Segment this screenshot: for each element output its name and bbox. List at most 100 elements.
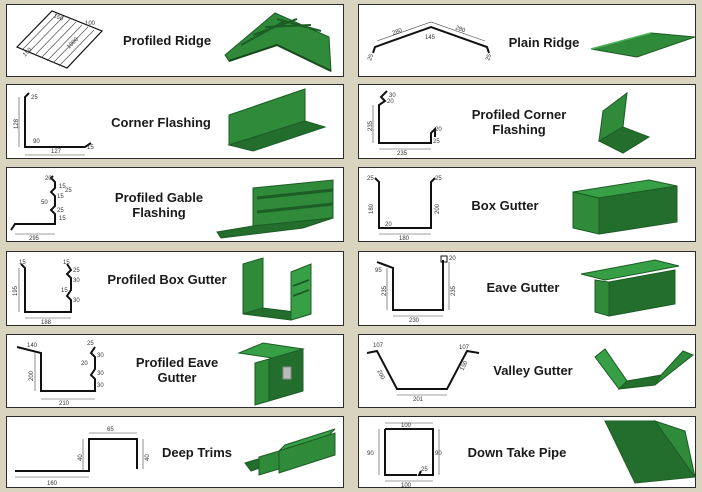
plain-ridge-render (590, 32, 695, 58)
dim-label: 25 (57, 208, 64, 214)
dim-label: 25 (73, 268, 80, 274)
dim-label: 15 (59, 184, 66, 190)
dim-label: 180 (369, 203, 375, 214)
dim-label: 235 (382, 285, 388, 296)
dim-label: 90 (367, 451, 374, 457)
dim-label: 235 (368, 120, 374, 131)
product-card-box-gutter: 25 180 20 25 200 180 Box Gutter (358, 167, 696, 242)
dim-label: 90 (33, 139, 40, 145)
box-gutter-diagram: 25 180 20 25 200 180 (367, 176, 678, 242)
dim-label: 201 (413, 397, 424, 403)
dim-label: 25 (367, 176, 374, 182)
dim-label: 1000 (66, 36, 80, 50)
dim-label: 20 (45, 176, 52, 182)
dim-label: 128 (14, 118, 20, 129)
dim-label: 20 (81, 361, 88, 367)
product-card-profiled-box-gutter: 15 195 15 25 30 15 30 188 Profiled Box G… (6, 251, 344, 326)
dim-label: 145 (425, 35, 436, 41)
product-title: Corner Flashing (111, 115, 211, 130)
dim-label: 25 (485, 53, 493, 62)
profiled-corner-flashing-render (597, 91, 651, 154)
dim-label: 15 (87, 145, 94, 151)
dim-label: 20 (435, 127, 442, 133)
dim-label: 150 (22, 47, 34, 59)
product-title: Profiled Corner Flashing (471, 107, 567, 137)
product-card-deep-trims: 65 40 40 160 Deep Trims (6, 416, 344, 488)
dim-label: 25 (31, 95, 38, 101)
product-title: Plain Ridge (508, 35, 580, 50)
dim-label: 95 (375, 268, 382, 274)
deep-trims-render (244, 428, 336, 476)
dim-label: 160 (47, 481, 58, 487)
dim-label: 30 (97, 383, 104, 389)
dim-label: 20 (385, 222, 392, 228)
product-card-profiled-gable-flashing: 20 15 25 15 50 25 15 295 Profiled Gable … (6, 167, 344, 242)
eave-gutter-render (580, 259, 680, 317)
dim-label: 235 (397, 151, 408, 157)
valley-gutter-diagram: 107 200 107 150 201 (366, 343, 694, 403)
product-title: Down Take Pipe (467, 445, 567, 460)
dim-label: 30 (73, 298, 80, 304)
product-title: Valley Gutter (493, 363, 573, 378)
product-title: Eave Gutter (486, 280, 560, 295)
dim-label: 25 (435, 176, 442, 182)
product-title: Profiled Ridge (122, 33, 212, 48)
valley-gutter-render (594, 348, 694, 390)
dim-label: 65 (107, 427, 114, 433)
dim-label: 50 (41, 200, 48, 206)
dim-label: 100 (85, 21, 96, 27)
dim-label: 25 (367, 53, 375, 62)
product-card-plain-ridge: 280 145 280 25 25 Plain Ridge (358, 4, 696, 77)
dim-label: 280 (392, 28, 404, 37)
dim-label: 295 (29, 236, 40, 242)
product-card-down-take-pipe: 100 90 90 100 25 Down Take Pipe (358, 416, 696, 488)
dim-label: 140 (27, 343, 38, 349)
eave-gutter-diagram: 95 235 20 235 230 (375, 255, 680, 324)
profiled-box-gutter-render (242, 257, 312, 321)
dim-label: 20 (449, 256, 456, 262)
product-title: Deep Trims (161, 445, 233, 460)
dim-label: 100 (401, 423, 412, 429)
dim-label: 30 (389, 93, 396, 99)
dim-label: 280 (454, 25, 466, 34)
dim-label: 40 (145, 454, 151, 461)
profiled-gable-flashing-render (216, 179, 334, 239)
box-gutter-render (572, 179, 678, 235)
dim-label: 25 (433, 139, 440, 145)
down-take-pipe-render (604, 420, 695, 484)
corner-flashing-render (227, 88, 327, 152)
dim-label: 100 (401, 483, 412, 488)
product-card-profiled-corner-flashing: 30 20 235 235 20 25 Profiled Corner Flas… (358, 84, 696, 159)
dim-label: 230 (409, 318, 420, 324)
profiled-ridge-diagram: 150 1000 150 100 (15, 10, 332, 72)
dim-label: 20 (387, 99, 394, 105)
dim-label: 200 (29, 370, 35, 381)
profiled-eave-gutter-render (237, 342, 305, 406)
profiled-ridge-render (224, 12, 332, 72)
profiled-box-gutter-diagram: 15 195 15 25 30 15 30 188 (13, 257, 312, 325)
product-card-profiled-eave-gutter: 140 200 25 30 20 30 30 210 Profiled Eave… (6, 334, 344, 408)
dim-label: 30 (97, 353, 104, 359)
dim-label: 127 (51, 149, 62, 155)
deep-trims-diagram: 65 40 40 160 (15, 427, 336, 487)
product-card-valley-gutter: 107 200 107 150 201 Valley Gutter (358, 334, 696, 408)
product-title: Box Gutter (471, 198, 539, 213)
dim-label: 195 (13, 285, 19, 296)
dim-label: 25 (421, 467, 428, 473)
dim-label: 90 (435, 451, 442, 457)
profiled-eave-gutter-diagram: 140 200 25 30 20 30 30 210 (16, 341, 305, 407)
dim-label: 200 (435, 203, 441, 214)
product-card-profiled-ridge: 150 1000 150 100 Profiled Ridge (6, 4, 344, 77)
product-card-corner-flashing: 25 128 90 127 15 Corner Flashing (6, 84, 344, 159)
down-take-pipe-diagram: 100 90 90 100 25 (367, 420, 695, 488)
dim-label: 15 (61, 288, 68, 294)
dim-label: 150 (52, 13, 64, 23)
dim-label: 30 (97, 371, 104, 377)
dim-label: 40 (78, 454, 84, 461)
profiled-gable-flashing-diagram: 20 15 25 15 50 25 15 295 (10, 175, 334, 242)
product-title: Profiled Eave Gutter (135, 355, 219, 385)
dim-label: 107 (459, 345, 470, 351)
dim-label: 180 (399, 236, 410, 242)
profiled-corner-flashing-diagram: 30 20 235 235 20 25 (368, 90, 651, 157)
product-title: Profiled Box Gutter (107, 272, 227, 287)
